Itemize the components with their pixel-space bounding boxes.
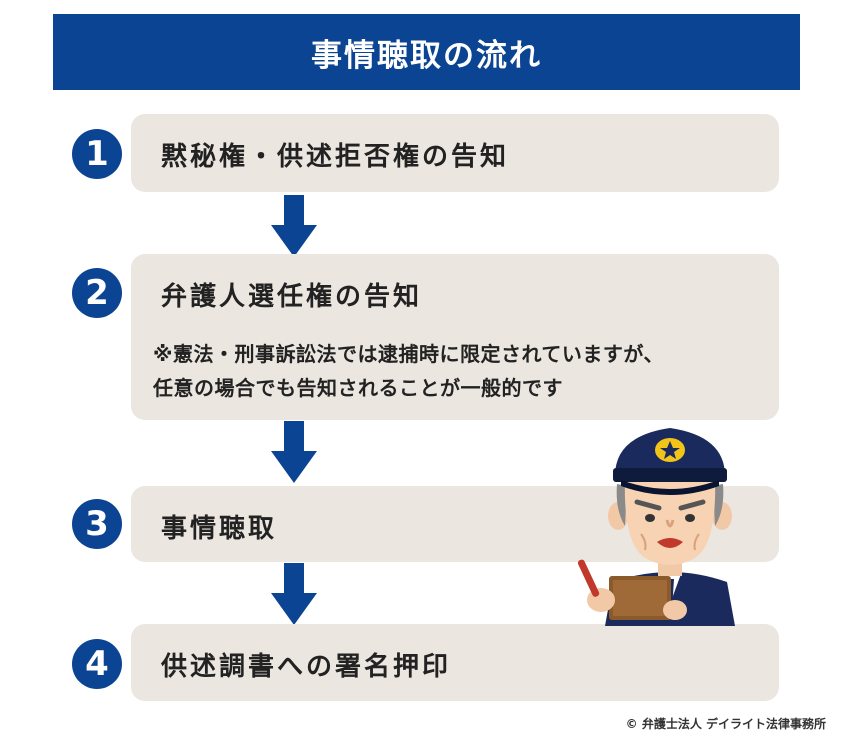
- step-2-note-line-1: ※憲法・刑事訴訟法では逮捕時に限定されていますが、: [153, 338, 664, 367]
- down-arrow-icon: [271, 195, 317, 257]
- step-3-label: 事情聴取: [161, 508, 277, 545]
- step-4-box: 供述調書への署名押印: [131, 624, 779, 701]
- step-1-label: 黙秘権・供述拒否権の告知: [161, 136, 509, 173]
- step-3-number-badge: 3: [72, 499, 122, 549]
- diagram-title: 事情聴取の流れ: [53, 14, 800, 90]
- down-arrow-icon: [271, 563, 317, 625]
- step-4-label: 供述調書への署名押印: [161, 646, 451, 683]
- police-officer-illustration: [575, 414, 765, 626]
- step-2-number-badge: 2: [72, 268, 122, 318]
- step-1-box: 黙秘権・供述拒否権の告知: [131, 114, 779, 192]
- step-2-box: 弁護人選任権の告知 ※憲法・刑事訴訟法では逮捕時に限定されていますが、 任意の場…: [131, 254, 779, 420]
- down-arrow-icon: [271, 421, 317, 483]
- copyright-notice: © 弁護士法人 デイライト法律事務所: [626, 715, 826, 732]
- step-2-label: 弁護人選任権の告知: [161, 276, 422, 313]
- step-4-number-badge: 4: [72, 639, 122, 689]
- step-2-note-line-2: 任意の場合でも告知されることが一般的です: [153, 372, 563, 401]
- step-1-number-badge: 1: [72, 129, 122, 179]
